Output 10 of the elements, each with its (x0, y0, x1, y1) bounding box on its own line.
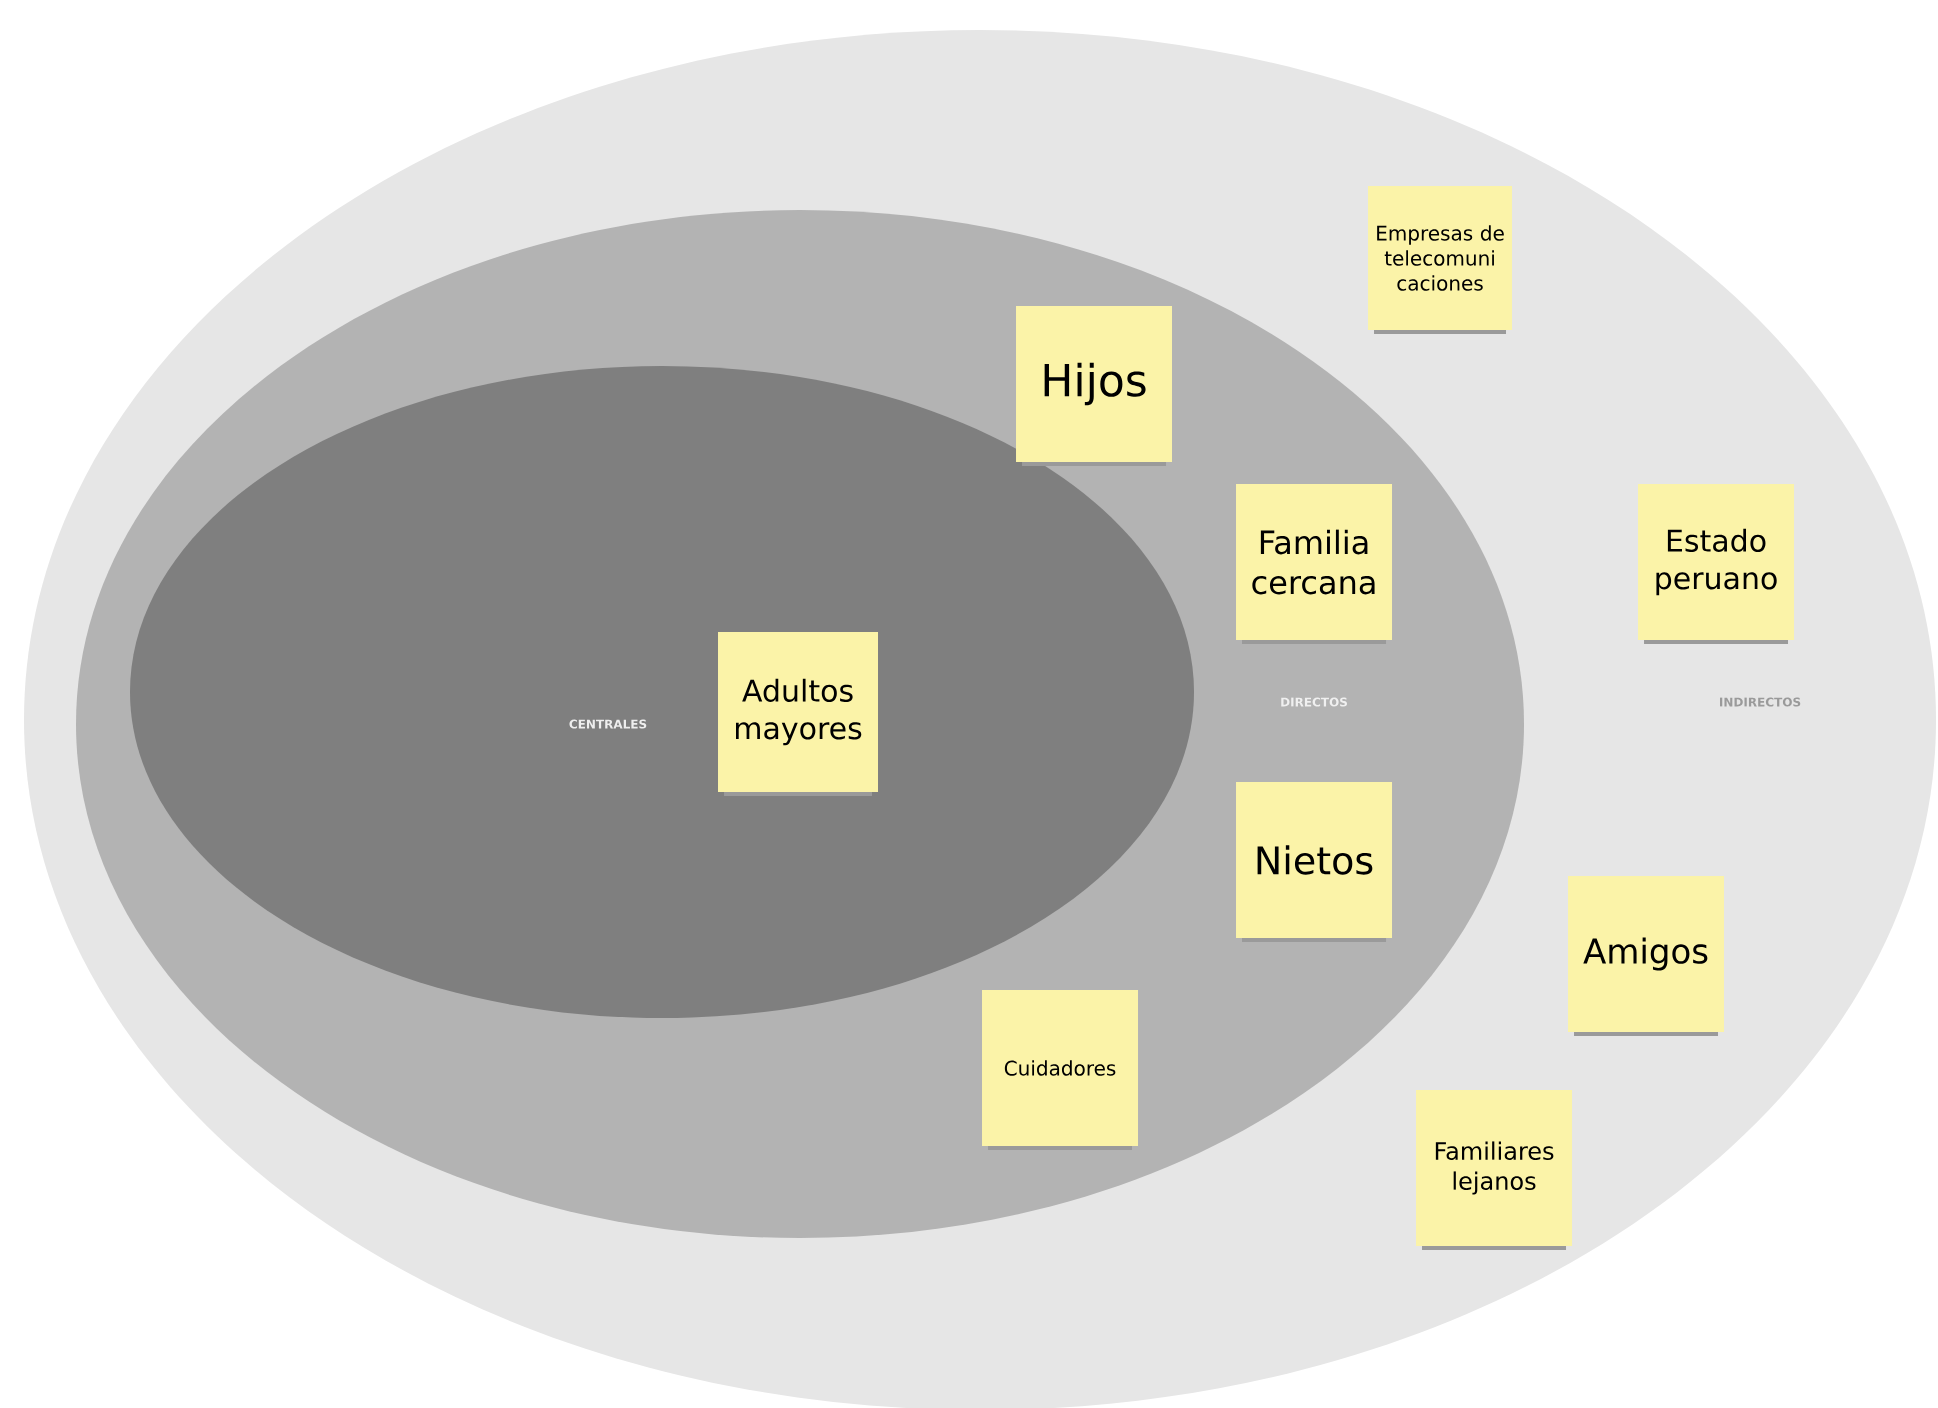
sticky-note: Estado peruano (1638, 484, 1794, 644)
sticky-note: Empresas de telecomuni caciones (1368, 186, 1512, 334)
sticky-note: Cuidadores (982, 990, 1138, 1150)
sticky-note: Hijos (1016, 306, 1172, 466)
sticky-note: Familia cercana (1236, 484, 1392, 644)
sticky-note: Nietos (1236, 782, 1392, 942)
sticky-note: Familiares lejanos (1416, 1090, 1572, 1250)
sticky-note: Amigos (1568, 876, 1724, 1036)
sticky-note: Adultos mayores (718, 632, 878, 796)
ellipse-region (130, 366, 1194, 1018)
